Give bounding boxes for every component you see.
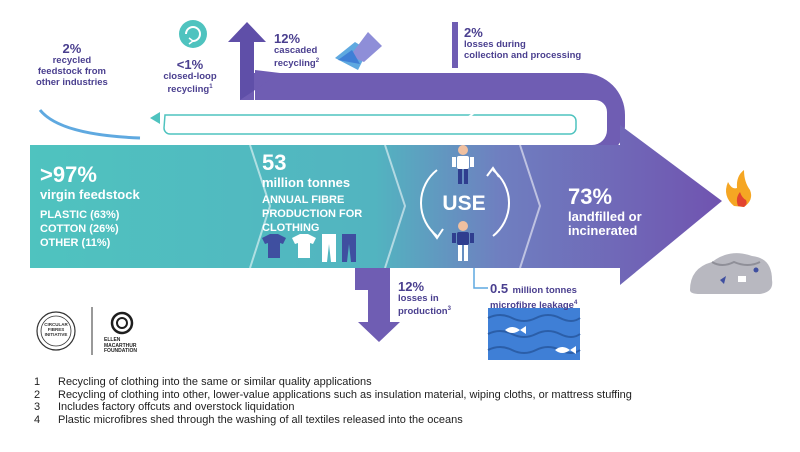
closed-loop-line-2: recycling bbox=[167, 84, 210, 96]
cascaded-line-2: recycling bbox=[274, 58, 316, 70]
foundation-logo-line-3: FOUNDATION bbox=[104, 348, 137, 354]
collection-losses-line-2: collection and processing bbox=[464, 50, 582, 61]
closed-loop-ref: 1 bbox=[209, 84, 213, 90]
person-icon-top bbox=[452, 145, 474, 184]
recycled-other-line-1: recycled bbox=[52, 55, 92, 66]
microfibre-line bbox=[473, 268, 488, 289]
microfibre-ref: 4 bbox=[573, 300, 578, 306]
cascaded-line-1: cascaded bbox=[274, 45, 318, 56]
chevron-3 bbox=[519, 144, 542, 269]
cascaded-percent: 12% bbox=[274, 31, 301, 46]
closed-loop-band bbox=[163, 114, 577, 135]
ocean-icon bbox=[487, 308, 581, 360]
microfibre-amount: 0.5 bbox=[490, 281, 509, 296]
closed-loop-percent: <1% bbox=[176, 57, 204, 72]
recycled-other-line-3: other industries bbox=[36, 77, 108, 88]
circular-fibres-logo bbox=[36, 311, 76, 351]
use-cycle-icon bbox=[420, 166, 510, 240]
collection-loss-arrow bbox=[452, 22, 458, 68]
collection-losses-percent: 2% bbox=[464, 25, 483, 40]
production-loss-arrow bbox=[355, 268, 400, 342]
closed-loop-line-1: closed-loop bbox=[163, 71, 217, 82]
landfill-icon bbox=[690, 253, 773, 294]
landfill-line-1: landfilled or bbox=[568, 209, 642, 224]
virgin-material-plastic: PLASTIC (63%) bbox=[40, 209, 120, 221]
virgin-material-other: OTHER (11%) bbox=[40, 237, 111, 249]
recycled-other-line-2: feedstock from bbox=[37, 66, 106, 77]
circular-fibres-logo-line-3: INITIATIVE bbox=[44, 332, 68, 337]
foundation-logo bbox=[110, 311, 134, 335]
use-label: USE bbox=[442, 192, 486, 215]
fire-icon bbox=[726, 170, 752, 207]
circular-fibres-logo-line-1: CIRCULAR bbox=[44, 322, 68, 327]
microfibre-unit: million tonnes bbox=[512, 285, 577, 296]
cascaded-ref: 2 bbox=[315, 58, 320, 64]
closed-loop-arrow bbox=[464, 112, 475, 126]
foundation-logo-line-1: ELLEN bbox=[104, 337, 121, 343]
production-losses-ref: 3 bbox=[447, 306, 451, 312]
production-losses-line-1: losses in bbox=[398, 293, 439, 304]
virgin-percent: >97% bbox=[40, 162, 97, 187]
chevron-1 bbox=[249, 144, 272, 269]
chevron-2 bbox=[384, 144, 407, 269]
fish-icon bbox=[555, 346, 576, 354]
production-line-3: CLOTHING bbox=[262, 222, 320, 234]
production-losses-line-2: production bbox=[398, 306, 448, 318]
foundation-logo-line-2: MACARTHUR bbox=[104, 342, 137, 349]
production-unit: million tonnes bbox=[262, 175, 351, 190]
person-icon-bottom bbox=[452, 221, 474, 261]
recycled-feedstock-curve bbox=[38, 109, 141, 140]
production-line-2: PRODUCTION FOR bbox=[262, 208, 363, 220]
landfill-line-2: incinerated bbox=[568, 223, 638, 238]
microfibre-label: microfibre leakage bbox=[490, 300, 574, 312]
clothing-icons bbox=[262, 234, 356, 262]
landfill-percent: 73% bbox=[568, 184, 613, 209]
production-amount: 53 bbox=[262, 150, 287, 175]
loop-band bbox=[255, 70, 625, 158]
cascaded-arrow bbox=[228, 22, 266, 100]
cloth-icon bbox=[335, 32, 382, 70]
closed-loop-icon bbox=[179, 20, 207, 48]
virgin-label: virgin feedstock bbox=[40, 187, 140, 202]
production-losses-percent: 12% bbox=[398, 279, 425, 294]
circular-fibres-logo-line-2: FIBRES bbox=[47, 327, 65, 332]
production-line-1: ANNUAL FIBRE bbox=[262, 194, 345, 206]
recycled-other-percent: 2% bbox=[62, 41, 82, 56]
fish-icon bbox=[505, 326, 526, 334]
collection-losses-line-1: losses during bbox=[464, 39, 526, 50]
virgin-material-cotton: COTTON (26%) bbox=[40, 223, 119, 235]
main-flow-band bbox=[30, 125, 722, 285]
